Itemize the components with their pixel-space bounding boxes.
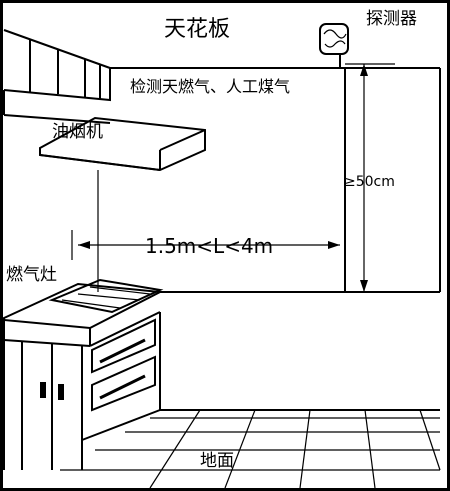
stove-top xyxy=(48,278,164,314)
floor-col-3 xyxy=(299,409,311,489)
cabinet-knob-2 xyxy=(58,384,64,400)
distance-arrow-right xyxy=(328,241,340,249)
burner-line-1 xyxy=(61,299,121,309)
smoke-detector xyxy=(319,23,349,68)
upper-cabinet-bottom xyxy=(3,114,111,124)
height-dimension xyxy=(345,63,395,292)
distance-arrow-left xyxy=(78,241,90,249)
floor-col-5 xyxy=(419,409,441,471)
detector-label: 探测器 xyxy=(366,9,417,29)
oven-door-upper xyxy=(91,318,156,374)
distance-label: 1.5m<L<4m xyxy=(145,234,273,258)
upper-cabinets xyxy=(3,29,111,124)
room-outline xyxy=(110,67,441,293)
floor-col-4 xyxy=(364,409,376,489)
cabinet-knob-1 xyxy=(40,382,46,398)
detector-texture-1 xyxy=(323,29,347,39)
hood-lower-edge xyxy=(39,154,161,171)
stove-label: 燃气灶 xyxy=(6,265,57,285)
oven-handle-lower xyxy=(99,374,146,400)
oven-handle-upper xyxy=(99,338,146,364)
counter-stove xyxy=(3,278,164,347)
height-arrow-top xyxy=(360,64,368,76)
counter-front-edge xyxy=(3,339,91,347)
ceiling-label: 天花板 xyxy=(164,17,230,42)
range-hood xyxy=(39,116,206,172)
detector-body xyxy=(319,23,349,55)
lower-cabinets xyxy=(3,312,161,470)
hood-label: 油烟机 xyxy=(52,122,103,142)
height-label: ≥50cm xyxy=(344,174,395,190)
distance-dimension xyxy=(71,170,340,292)
oven-door-lower xyxy=(91,355,156,412)
burner-line-3 xyxy=(89,286,151,295)
height-arrow-bottom xyxy=(360,280,368,292)
floor-col-1 xyxy=(149,409,201,489)
burner-line-2 xyxy=(77,293,141,301)
counter-top xyxy=(3,282,164,330)
floor-col-2 xyxy=(224,409,256,489)
counter-side-edge xyxy=(89,311,161,347)
floor-tiles xyxy=(60,409,441,489)
floor-label: 地面 xyxy=(200,451,234,471)
cabinet-bottom-edge xyxy=(81,409,161,441)
hood-top-edge xyxy=(159,129,206,151)
detector-texture-2 xyxy=(324,40,346,48)
gas-label: 检测天燃气、人工煤气 xyxy=(130,77,290,96)
upper-cabinet-outline xyxy=(3,29,111,102)
